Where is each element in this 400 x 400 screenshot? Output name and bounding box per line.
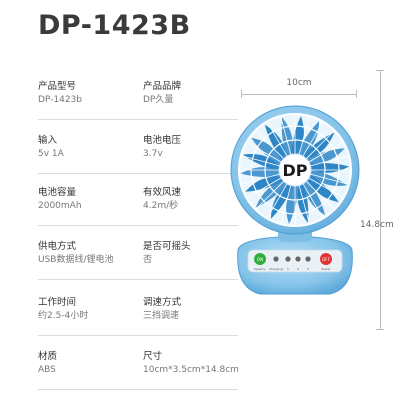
dimension-tick [241,90,242,98]
fan-button-label: ON [257,257,263,262]
fan-button-caption: 1 [287,267,289,271]
spec-label: 材质 [38,351,58,362]
product-model-title: DP-1423B [38,10,191,41]
spec-cell: 调速方式 三挡调速 [143,296,243,323]
spec-value: DP久量 [143,95,174,105]
spec-cell: 电池容量 2000mAh [38,186,138,213]
spec-value: 约2.5-4小时 [38,311,89,321]
fan-grille-spoke [306,130,335,159]
spec-cell: 工作时间 约2.5-4小时 [38,296,138,323]
spec-label: 输入 [38,135,58,146]
spec-cell: 有效风速 4.2m/秒 [143,186,243,213]
fan-button [254,253,266,265]
fan-button [285,256,291,262]
fan-grille-spoke [240,173,280,185]
spec-cell: 尺寸 10cm*3.5cm*14.8cm [143,350,243,377]
row-divider [38,335,238,336]
fan-grille-spoke [302,121,324,157]
spec-label: 电池容量 [38,187,77,198]
spec-label: 调速方式 [143,297,182,308]
row-divider [38,279,238,280]
spec-cell: 输入 5v 1A [38,134,138,161]
spec-value: USB数据线/锂电池 [38,255,114,265]
fan-grille-spoke [298,115,310,155]
fan-button [305,256,311,262]
spec-value: 三挡调速 [143,311,180,321]
fan-product-image: DP ON Speed+Charging 1 2 3 OFF Power [230,105,360,295]
spec-value: 4.2m/秒 [143,201,179,211]
fan-grille-spoke [306,181,335,210]
height-dimension-line [380,70,381,330]
spec-value: ABS [38,365,56,375]
spec-label: 尺寸 [143,351,163,362]
fan-logo: DP [282,161,307,180]
fan-grille-spoke [255,181,284,210]
height-dimension-label: 14.8cm [360,220,394,230]
spec-label: 是否可摇头 [143,241,191,252]
fan-button [295,256,301,262]
spec-cell: 供电方式 USB数据线/锂电池 [38,240,138,267]
spec-value: 5v 1A [38,149,64,159]
fan-grille-spoke [266,121,288,157]
fan-grille-spoke [255,130,284,159]
fan-hub [278,153,312,187]
fan-grille-spoke [246,177,282,199]
fan-button [273,256,279,262]
spec-row: 输入 5v 1A 电池电压 3.7v [38,134,238,174]
spec-row: 材质 ABS 尺寸 10cm*3.5cm*14.8cm [38,350,239,390]
row-divider [38,119,238,120]
spec-label: 有效风速 [143,187,182,198]
spec-row: 产品型号 DP-1423b 产品品牌 DP久量 [38,80,238,120]
fan-buttons: ON Speed+Charging 1 2 3 OFF Power [254,253,332,271]
spec-value: 否 [143,255,153,265]
spec-row: 供电方式 USB数据线/锂电池 是否可摇头 否 [38,240,238,280]
dimension-tick [356,90,357,98]
spec-row: 电池容量 2000mAh 有效风速 4.2m/秒 [38,186,238,226]
fan-grille-spoke [310,173,350,185]
row-divider [38,225,238,226]
fan-grille-spoke [280,115,292,155]
fan-grille-spoke [280,185,292,225]
width-dimension: 10cm [241,78,357,98]
fan-button-caption: Speed+ [254,267,266,271]
fan-grille-spoke [246,141,282,163]
spec-value: DP-1423b [38,95,83,105]
dimension-tick [376,329,384,330]
row-divider [38,173,238,174]
fan-grille-spoke [308,177,344,199]
spec-cell: 产品品牌 DP久量 [143,80,243,107]
spec-label: 电池电压 [143,135,182,146]
spec-cell: 材质 ABS [38,350,138,377]
dimension-tick [376,70,384,71]
spec-label: 供电方式 [38,241,77,252]
fan-button-label: OFF [322,257,330,262]
spec-label: 产品品牌 [143,81,182,92]
spec-value: 2000mAh [38,201,82,211]
spec-value: 10cm*3.5cm*14.8cm [143,365,239,375]
fan-grille-spoke [240,155,280,167]
fan-button-caption: 2 [297,267,299,271]
fan-button-caption: Power [321,267,331,271]
fan-grille-spoke [266,183,288,219]
spec-cell: 产品型号 DP-1423b [38,80,138,107]
fan-button-caption: Charging [269,267,283,271]
spec-label: 产品型号 [38,81,77,92]
width-dimension-line [241,94,357,95]
spec-value: 3.7v [143,149,163,159]
fan-grille-spoke [298,185,310,225]
height-dimension: 14.8cm [360,70,394,330]
fan-button [320,253,332,265]
fan-grille-spokes [239,114,351,226]
fan-grille-spoke [308,141,344,163]
width-dimension-label: 10cm [286,78,312,88]
fan-button-caption: 3 [307,267,309,271]
spec-row: 工作时间 约2.5-4小时 调速方式 三挡调速 [38,296,238,336]
spec-cell: 电池电压 3.7v [143,134,243,161]
fan-grille-spoke [302,183,324,219]
fan-grille-spoke [310,155,350,167]
fan-control-panel [247,249,343,273]
row-divider [38,389,238,390]
spec-cell: 是否可摇头 否 [143,240,243,267]
spec-label: 工作时间 [38,297,77,308]
